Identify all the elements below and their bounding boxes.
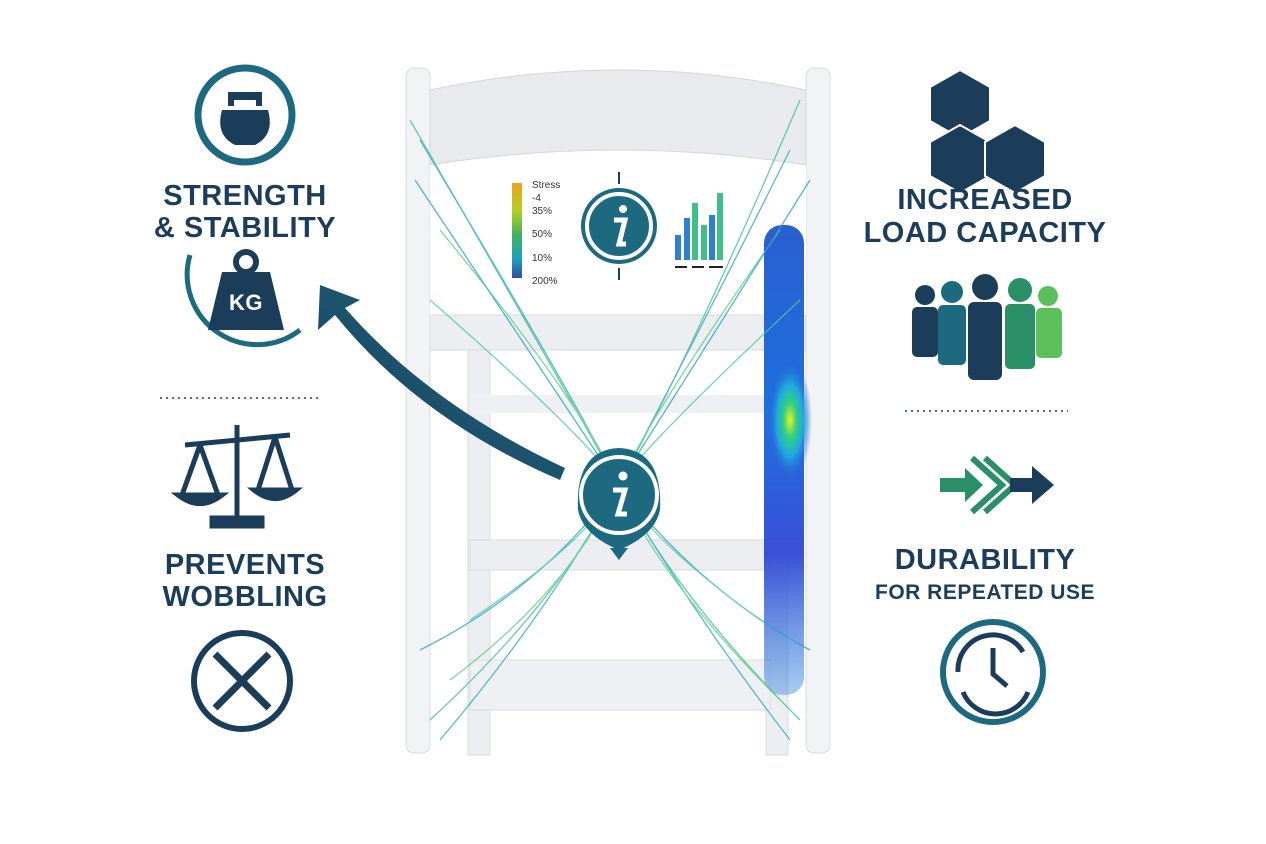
stress-legend-title: Stress [532,180,561,191]
people-group-icon [912,274,1062,380]
x-circle-icon [191,630,293,732]
kg-label: KG [229,290,263,315]
curved-arrow [318,285,565,480]
durability-subtitle: FOR REPEATED USE [875,581,1095,604]
stress-legend-label: 10% [532,253,553,264]
load-title-line1: INCREASED [897,184,1073,216]
strength-title-line1: STRENGTH [163,180,327,212]
kettlebell-icon [194,64,296,166]
stress-legend-label: -4 [532,193,541,204]
wobbling-title-line2: WOBBLING [162,581,328,613]
stress-legend-bar [512,183,522,278]
bar-chart-icon [675,193,723,268]
info-pin-icon [577,448,661,560]
folding-chair-illustration [405,67,831,756]
stacked-cubes-icon [929,68,1046,195]
weight-kg-icon [184,249,302,348]
durability-title: DURABILITY [894,544,1076,576]
strength-title-line2: & STABILITY [153,212,337,244]
stress-legend-label: 50% [532,229,553,240]
stress-legend-label: 35% [532,206,553,217]
info-icon-small [581,172,657,280]
stress-legend-label: 200% [532,276,558,287]
load-title-line2: LOAD CAPACITY [863,217,1107,249]
wobbling-title-line1: PREVENTS [164,549,326,581]
clock-refresh-icon [940,619,1046,725]
forward-arrows-icon [940,455,1054,515]
balance-scale-icon [170,425,304,529]
